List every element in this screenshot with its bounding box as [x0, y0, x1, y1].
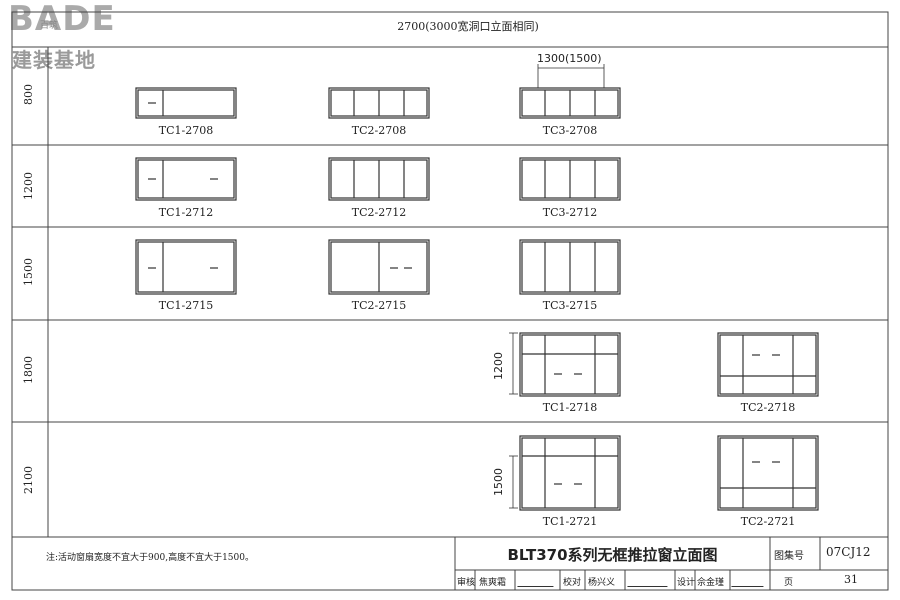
window-tc2-2715	[328, 239, 430, 295]
label-tc3-2712: TC3-2712	[542, 206, 598, 219]
logo-overlay: 百筑	[40, 21, 59, 31]
row-label-1200: 1200	[22, 172, 35, 200]
dim-tc1-2721-height: 1500	[492, 468, 505, 496]
footer-note: 注:活动窗扇宽度不宜大于900,高度不宜大于1500。	[46, 553, 254, 563]
brand-logo: BADE	[8, 0, 116, 39]
window-tc1-2708	[135, 87, 237, 119]
window-tc2-2718	[717, 332, 819, 397]
dim-tc1-2718-height: 1200	[492, 352, 505, 380]
label-tc2-2721: TC2-2721	[740, 515, 796, 528]
review-signature	[517, 572, 559, 587]
window-tc3-2708	[519, 87, 621, 119]
design-label: 设计	[677, 578, 696, 588]
window-tc1-2715	[135, 239, 237, 295]
label-tc2-2715: TC2-2715	[351, 299, 407, 312]
row-label-800: 800	[22, 84, 35, 105]
label-tc3-2715: TC3-2715	[542, 299, 598, 312]
window-tc1-2712	[135, 157, 237, 201]
window-tc2-2712	[328, 157, 430, 201]
check-label: 校对	[563, 578, 582, 588]
atlas-label: 图集号	[774, 551, 804, 562]
label-tc2-2718: TC2-2718	[740, 401, 796, 414]
label-tc1-2715: TC1-2715	[158, 299, 214, 312]
review-name: 焦爽霜	[479, 578, 507, 588]
label-tc3-2708: TC3-2708	[542, 124, 598, 137]
window-tc2-2708	[328, 87, 430, 119]
dim-tc3-width: 1300(1500)	[537, 52, 602, 65]
check-name: 杨兴义	[588, 578, 616, 588]
label-tc1-2718: TC1-2718	[542, 401, 598, 414]
window-tc3-2712	[519, 157, 621, 201]
window-tc1-2721	[519, 435, 621, 511]
row-label-2100: 2100	[22, 466, 35, 494]
window-tc2-2721	[717, 435, 819, 511]
brand-subtitle: 建装基地	[12, 48, 96, 72]
drawing-title: BLT370系列无框推拉窗立面图	[507, 546, 718, 564]
page-label: 页	[784, 578, 794, 588]
atlas-number: 07CJ12	[826, 545, 871, 559]
label-tc1-2708: TC1-2708	[158, 124, 214, 137]
check-signature	[627, 572, 673, 587]
row-label-1800: 1800	[22, 356, 35, 384]
label-tc1-2712: TC1-2712	[158, 206, 214, 219]
label-tc1-2721: TC1-2721	[542, 515, 598, 528]
page-number: 31	[844, 573, 858, 586]
design-signature	[731, 572, 769, 587]
design-name: 佘金瑾	[697, 578, 725, 588]
sheet-header: 2700(3000宽洞口立面相同)	[397, 20, 539, 33]
label-tc2-2712: TC2-2712	[351, 206, 407, 219]
window-tc1-2718	[519, 332, 621, 397]
label-tc2-2708: TC2-2708	[351, 124, 407, 137]
window-tc3-2715	[519, 239, 621, 295]
review-label: 审核	[457, 578, 476, 588]
row-label-1500: 1500	[22, 258, 35, 286]
